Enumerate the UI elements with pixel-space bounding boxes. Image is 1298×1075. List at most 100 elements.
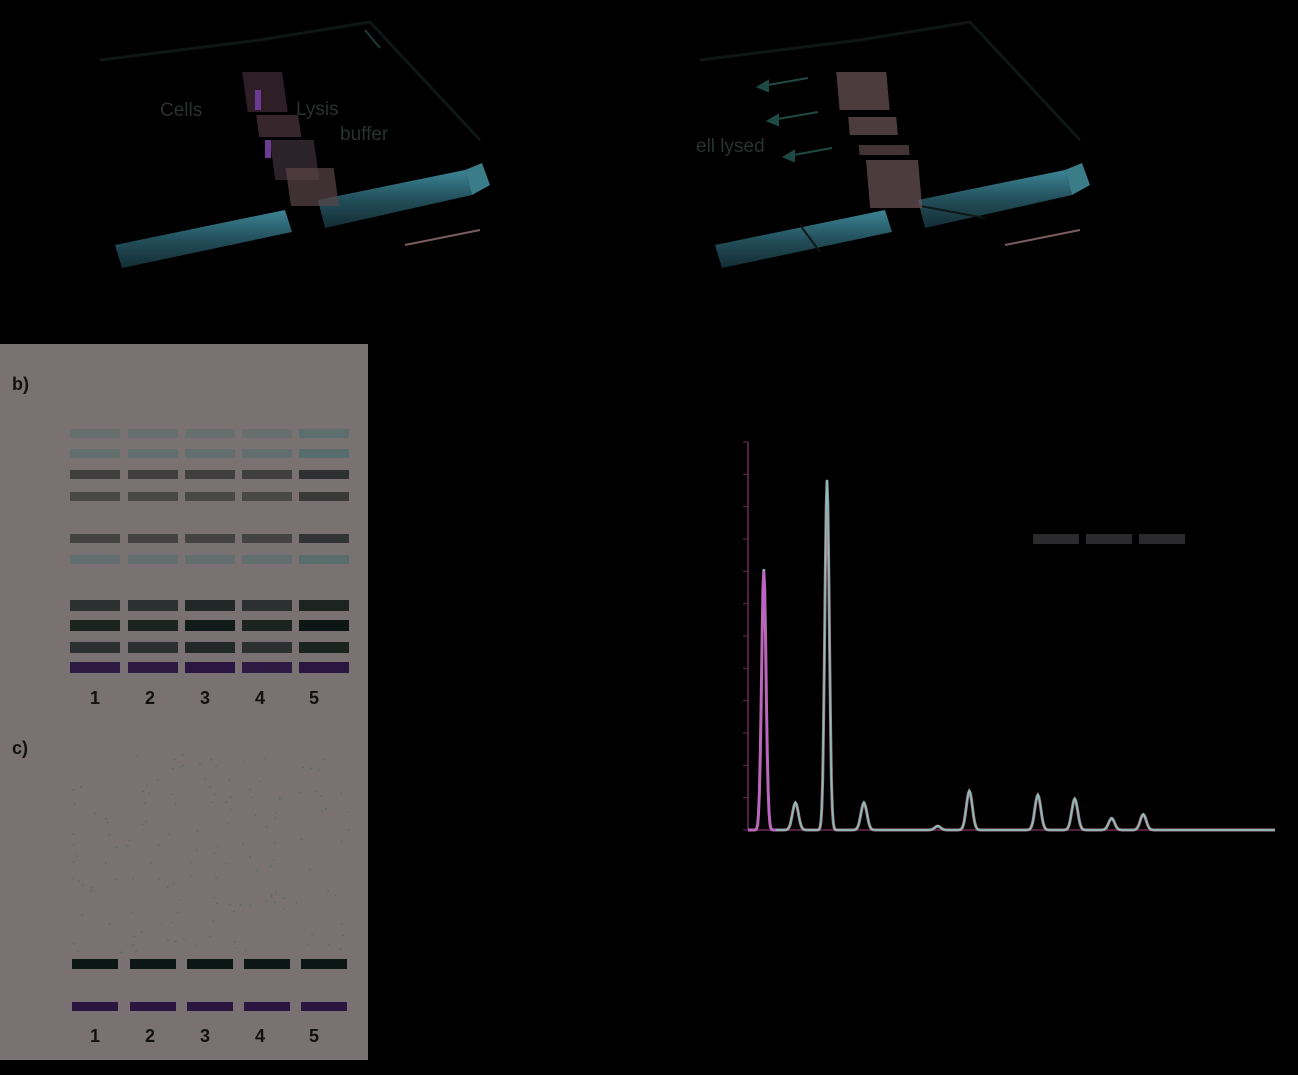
gel-b-band [242, 662, 292, 673]
gel-b-band [70, 600, 120, 611]
gel-c-speckle [340, 948, 342, 950]
gel-c-speckle [183, 938, 185, 940]
gel-c-speckle [327, 890, 329, 892]
gel-c-lane-label: 5 [299, 1026, 329, 1047]
gel-c-band [130, 959, 176, 969]
gel-c-lane-label: 1 [80, 1026, 110, 1047]
right-striped-region [836, 72, 922, 208]
gel-c-speckle [74, 803, 76, 805]
gel-c-speckle [249, 905, 251, 907]
gel-c-speckle [72, 789, 74, 791]
gel-c-lane-label: 2 [135, 1026, 165, 1047]
gel-c-speckle [216, 903, 218, 905]
gel-b-band [299, 429, 349, 438]
gel-c-speckle [175, 803, 177, 805]
gel-c-band [301, 1002, 347, 1011]
gel-c-band [72, 959, 118, 969]
gel-b-band [299, 600, 349, 611]
gel-c-speckle [295, 902, 297, 904]
gel-c-speckle [115, 879, 117, 881]
gel-b-band [242, 470, 292, 479]
gel-b-band [299, 470, 349, 479]
gel-c-speckle [109, 834, 111, 836]
gel-c-speckle [215, 877, 217, 879]
gel-b-lane-label: 3 [190, 688, 220, 709]
gel-c-speckle [249, 788, 251, 790]
legend-swatch [1033, 534, 1079, 544]
lysis-diagram-svg [0, 0, 1298, 300]
gel-c-speckle [265, 901, 267, 903]
gel-b-band [185, 449, 235, 458]
gel-c-speckle [150, 862, 152, 864]
right-channel-b [918, 170, 1072, 228]
gel-c-speckle [141, 931, 143, 933]
gel-c-speckle [210, 759, 212, 761]
gel-c-band [187, 959, 233, 969]
lysis-label: Lysis [296, 99, 339, 121]
gel-b-band [299, 534, 349, 543]
gel-c-speckle [105, 818, 107, 820]
gel-c-lane-label: 4 [245, 1026, 275, 1047]
peak-point [1037, 794, 1039, 796]
gel-c-speckle [320, 795, 322, 797]
peak-point [968, 790, 970, 792]
gel-b-band [70, 534, 120, 543]
gel-c-speckle [214, 794, 216, 796]
gel-b-band [185, 642, 235, 653]
gel-c-speckle [175, 941, 177, 943]
gel-c-speckle [348, 829, 350, 831]
peak-point [1074, 798, 1076, 800]
gel-c-speckle [215, 765, 217, 767]
gel-c-speckle [78, 880, 80, 882]
gel-c-speckle [167, 886, 169, 888]
cell-lysed-label: ell lysed [696, 136, 765, 158]
gel-c-speckle [242, 844, 244, 846]
gel-c-speckle [302, 767, 304, 769]
gel-b-band [299, 449, 349, 458]
gel-c-speckle [177, 911, 179, 913]
gel-b-band [128, 449, 178, 458]
gel-c-speckle [301, 838, 303, 840]
gel-c-speckle [274, 842, 276, 844]
gel-c-speckle [212, 920, 214, 922]
gel-c-speckle [311, 934, 313, 936]
gel-b-band [299, 555, 349, 564]
gel-panel: b) c) 1 2 3 4 5 1 2 3 4 5 [0, 344, 368, 1060]
gel-c-speckle [225, 801, 227, 803]
gel-c-speckle [321, 810, 323, 812]
legend-swatch [1139, 534, 1185, 544]
gel-c-speckle [245, 949, 247, 951]
gel-b-band [185, 600, 235, 611]
gel-c-speckle [182, 754, 184, 756]
gel-c-speckle [109, 923, 111, 925]
gel-c-speckle [340, 793, 342, 795]
gel-c-speckle [233, 911, 235, 913]
gel-c-speckle [132, 878, 134, 880]
gel-c-speckle [136, 756, 138, 758]
gel-c-speckle [199, 763, 201, 765]
gel-b-band [70, 620, 120, 631]
gel-c-speckle [128, 839, 130, 841]
gel-c-speckle [235, 947, 237, 949]
gel-b-band [185, 620, 235, 631]
gel-c-speckle [226, 863, 228, 865]
gel-c-speckle [283, 908, 285, 910]
gel-c-speckle [73, 943, 75, 945]
panel-label-c: c) [12, 738, 28, 759]
gel-c-lane-label: 3 [190, 1026, 220, 1047]
gel-b-band [70, 449, 120, 458]
gel-b-band [242, 555, 292, 564]
gel-c-speckle [105, 862, 107, 864]
gel-c-speckle [228, 822, 230, 824]
gel-c-speckle [249, 856, 251, 858]
gel-c-band [244, 1002, 290, 1011]
gel-c-speckle [145, 821, 147, 823]
gel-c-speckle [310, 767, 312, 769]
gel-c-speckle [231, 809, 233, 811]
gel-c-speckle [183, 765, 185, 767]
gel-c-speckle [251, 797, 253, 799]
gel-c-speckle [323, 759, 325, 761]
left-device [100, 22, 490, 268]
gel-b-band [185, 534, 235, 543]
gel-b-band [70, 429, 120, 438]
